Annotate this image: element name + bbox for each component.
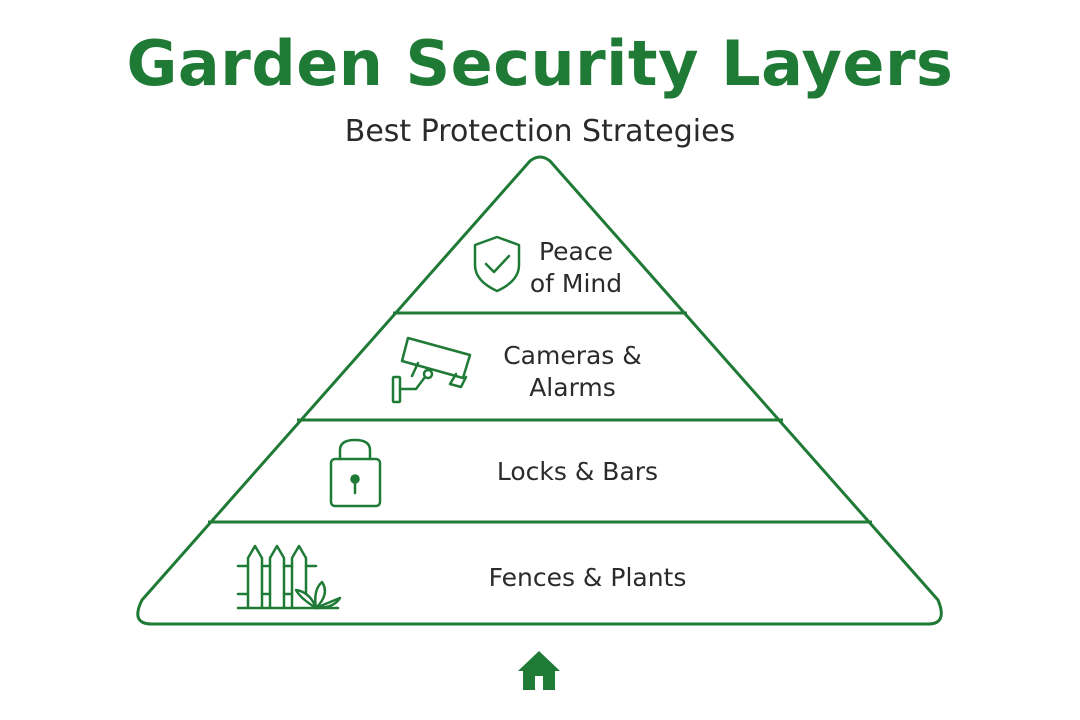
layer-label-locks-bars: Locks & Bars — [470, 456, 685, 488]
house-icon — [518, 651, 560, 690]
layer-label-fences-plants: Fences & Plants — [455, 562, 720, 594]
padlock-icon — [329, 438, 382, 508]
layer-label-peace-of-mind: Peace of Mind — [511, 236, 641, 300]
pyramid-outline — [136, 155, 943, 626]
layer-label-line: Cameras & — [503, 341, 642, 370]
page-subtitle: Best Protection Strategies — [344, 114, 736, 149]
layer-label-line: Peace — [538, 237, 613, 266]
shield-check-icon — [473, 235, 521, 293]
page-title: Garden Security Layers — [126, 27, 954, 100]
layer-label-line: Fences & Plants — [488, 563, 687, 592]
layer-label-cameras-alarms: Cameras & Alarms — [490, 340, 655, 404]
fence-plant-icon — [236, 544, 342, 610]
layer-label-line: of Mind — [529, 269, 623, 298]
security-camera-icon — [391, 336, 472, 404]
layer-label-line: Locks & Bars — [496, 457, 659, 486]
layer-label-line: Alarms — [529, 373, 616, 402]
